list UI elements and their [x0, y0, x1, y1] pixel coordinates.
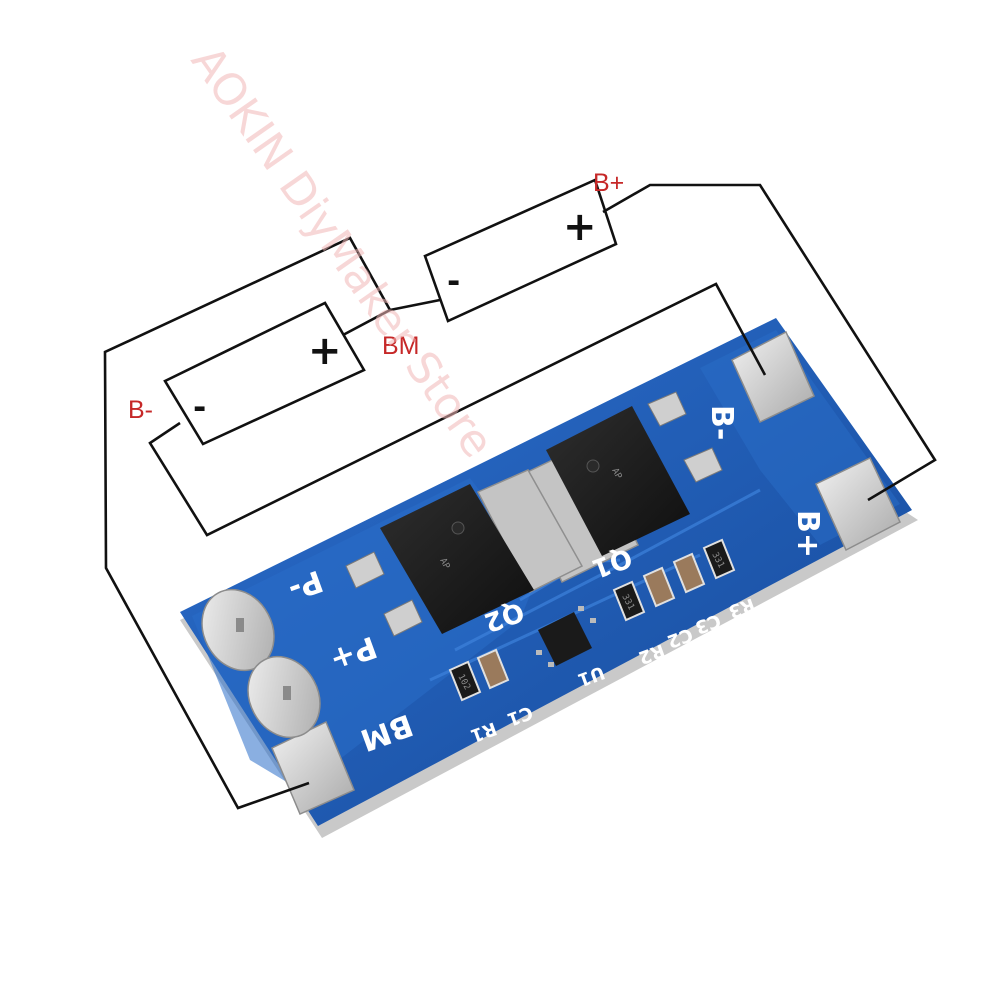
capacitor-c3 [672, 552, 706, 594]
wire-b-plus [602, 183, 937, 502]
cell-lower-minus-sign: - [193, 388, 206, 426]
mosfet-q1-marking: AP [609, 467, 623, 482]
cell-upper-plus-sign: + [563, 204, 597, 250]
pad-hole [283, 686, 291, 700]
capacitor-c2 [642, 566, 676, 608]
mosfet-q1: AP [514, 391, 723, 584]
battery-cell-upper: + - [423, 178, 618, 323]
silk-b-minus: B- [704, 405, 739, 440]
resistor-r3: 331 [702, 538, 736, 580]
pad-hole [236, 618, 244, 632]
resistor-r1: 102 [448, 660, 482, 702]
cell-upper-minus-sign: - [447, 262, 460, 300]
wire-bm-to-upper [389, 298, 441, 312]
label-bm: BM [382, 332, 420, 360]
pad-b-plus [815, 456, 901, 552]
cell-lower-plus-sign: + [308, 328, 342, 374]
battery-cell-lower: + - [163, 301, 366, 446]
pcb-board: AP AP 102 331 [180, 318, 918, 838]
label-b-minus: B- [128, 396, 153, 424]
pcb-trace [454, 488, 761, 652]
wire-b-minus [148, 282, 767, 537]
capacitor-c1 [476, 648, 510, 690]
resistor-r2: 331 [612, 580, 646, 622]
label-b-plus: B+ [593, 169, 624, 197]
wiring [103, 183, 937, 810]
mosfet-q2: AP [345, 469, 584, 637]
mosfet-q2-marking: AP [437, 557, 451, 572]
ic-u1 [536, 606, 596, 667]
silk-b-plus: B+ [790, 510, 825, 558]
smd-components: 102 331 331 [448, 538, 736, 702]
